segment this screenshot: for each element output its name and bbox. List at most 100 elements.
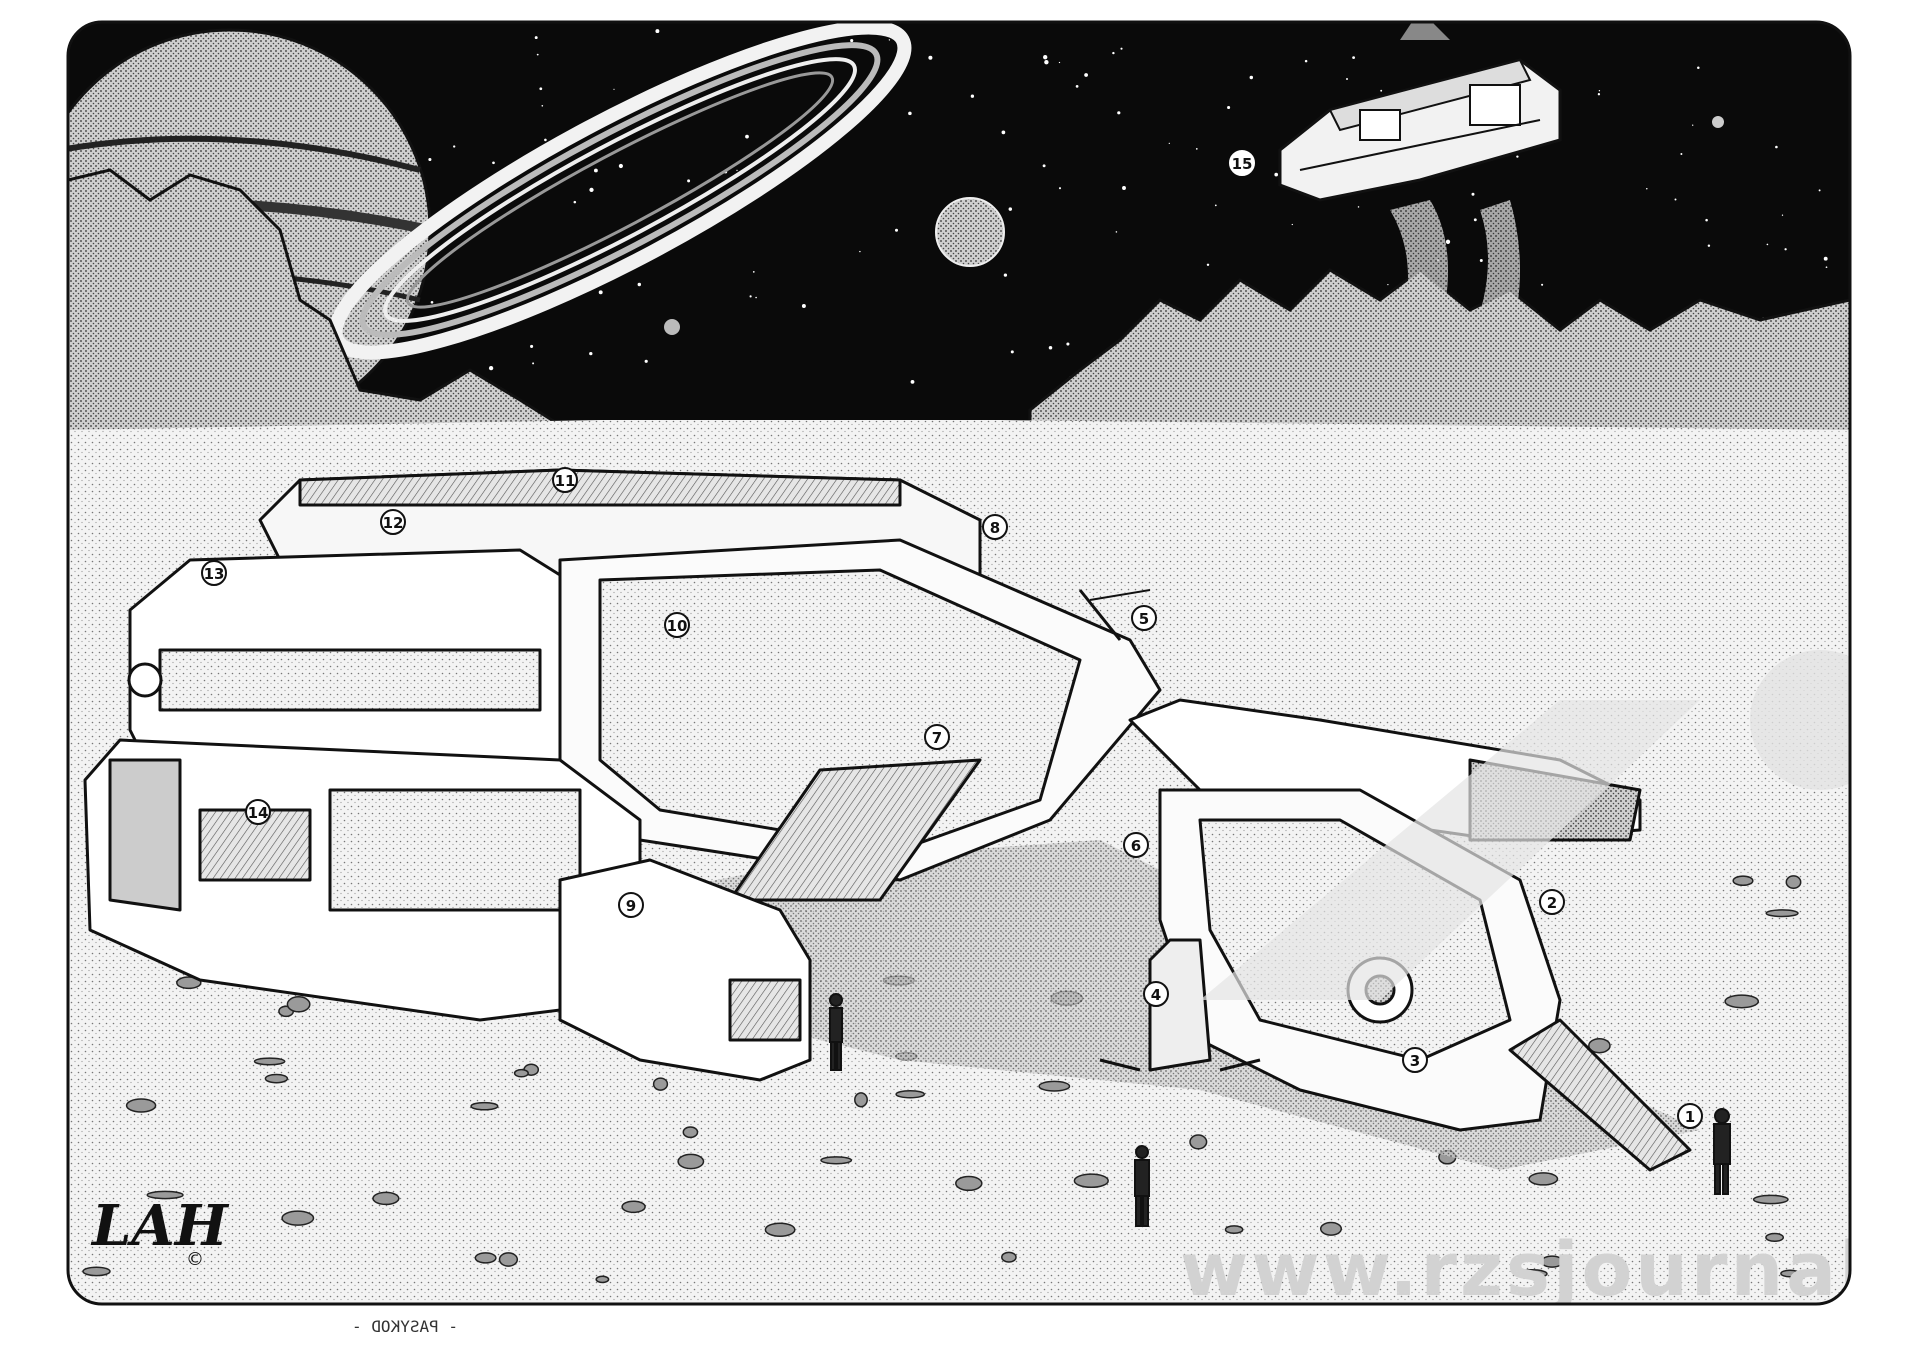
star — [1304, 59, 1308, 63]
star — [1541, 283, 1544, 286]
rock — [1528, 1172, 1559, 1186]
rock — [253, 1057, 286, 1066]
small-moon — [1712, 116, 1724, 128]
rock — [1319, 1221, 1343, 1236]
callout-8: 8 — [982, 514, 1008, 540]
callout-4: 4 — [1143, 981, 1169, 1007]
star — [752, 271, 755, 273]
star — [749, 295, 752, 298]
star — [618, 163, 623, 169]
star — [928, 55, 933, 60]
callout-number: 2 — [1547, 894, 1557, 912]
star — [1227, 105, 1231, 110]
star — [1818, 189, 1821, 192]
star — [1598, 90, 1601, 92]
callout-13: 13 — [201, 560, 227, 586]
callout-10: 10 — [664, 612, 690, 638]
star — [1010, 350, 1014, 354]
star — [687, 179, 691, 183]
rock — [1516, 1269, 1548, 1279]
callout-11: 11 — [552, 467, 578, 493]
star — [1120, 47, 1123, 50]
callout-number: 13 — [204, 565, 225, 583]
star — [1766, 243, 1769, 246]
star — [970, 94, 975, 98]
star — [1195, 148, 1198, 150]
star — [1781, 214, 1784, 216]
star — [492, 161, 495, 165]
rock — [1001, 1251, 1017, 1263]
callout-circle — [1143, 981, 1169, 1007]
star — [644, 359, 648, 363]
star — [801, 304, 806, 308]
callout-circle — [1539, 889, 1565, 915]
artist-signature: LAH © — [90, 1193, 230, 1270]
star — [1214, 204, 1217, 207]
rock — [764, 1222, 796, 1237]
callout-14: 14 — [245, 799, 271, 825]
flying-shuttle — [1278, 22, 1562, 340]
callout-circle — [380, 509, 406, 535]
star — [593, 168, 598, 173]
callout-number: 15 — [1232, 155, 1253, 173]
watermark-url: www.rzsjournal.de — [1180, 1227, 1920, 1313]
star — [536, 53, 539, 56]
star — [1646, 188, 1648, 190]
rock — [286, 996, 311, 1013]
callout-number: 7 — [932, 729, 942, 747]
star — [1003, 273, 1008, 277]
star — [1122, 186, 1126, 190]
rock — [372, 1191, 400, 1206]
star — [1084, 73, 1088, 77]
star — [1823, 256, 1828, 261]
star — [589, 351, 593, 356]
callout-circle — [1131, 605, 1157, 631]
callout-12: 12 — [380, 509, 406, 535]
star — [1112, 51, 1115, 55]
rock — [677, 1153, 705, 1170]
rock — [1588, 1037, 1611, 1054]
star — [1471, 192, 1475, 196]
callout-circle — [1229, 150, 1255, 176]
star — [1445, 239, 1451, 244]
rock — [474, 1252, 497, 1264]
rock — [498, 1252, 519, 1267]
star — [539, 87, 543, 91]
star — [1008, 207, 1013, 211]
star — [1249, 75, 1254, 80]
star — [1825, 266, 1828, 269]
star — [745, 134, 749, 139]
star — [1044, 60, 1049, 65]
callout-number: 1 — [1685, 1108, 1695, 1126]
star — [1775, 145, 1778, 149]
rock — [652, 1077, 669, 1091]
rock — [1765, 909, 1799, 918]
callout-7: 7 — [924, 724, 950, 750]
star — [1357, 206, 1360, 208]
callout-number: 9 — [626, 897, 636, 915]
star — [908, 111, 912, 116]
callout-2: 2 — [1539, 889, 1565, 915]
rock — [146, 1190, 184, 1200]
star — [613, 88, 615, 90]
star — [1352, 56, 1355, 59]
star — [637, 282, 642, 287]
star — [589, 187, 594, 193]
star — [1048, 345, 1053, 350]
human-figures — [829, 993, 1731, 1227]
callout-3: 3 — [1402, 1047, 1428, 1073]
rock — [1752, 1194, 1789, 1205]
figure-person — [829, 993, 843, 1071]
star — [1043, 55, 1048, 60]
rock — [264, 1073, 289, 1084]
rock — [895, 1089, 926, 1099]
rock — [595, 1275, 610, 1284]
rock — [470, 1101, 499, 1111]
rock — [1765, 1232, 1785, 1243]
star — [532, 362, 535, 365]
rock — [1224, 1225, 1244, 1235]
star — [1473, 218, 1477, 222]
star — [1784, 248, 1787, 251]
